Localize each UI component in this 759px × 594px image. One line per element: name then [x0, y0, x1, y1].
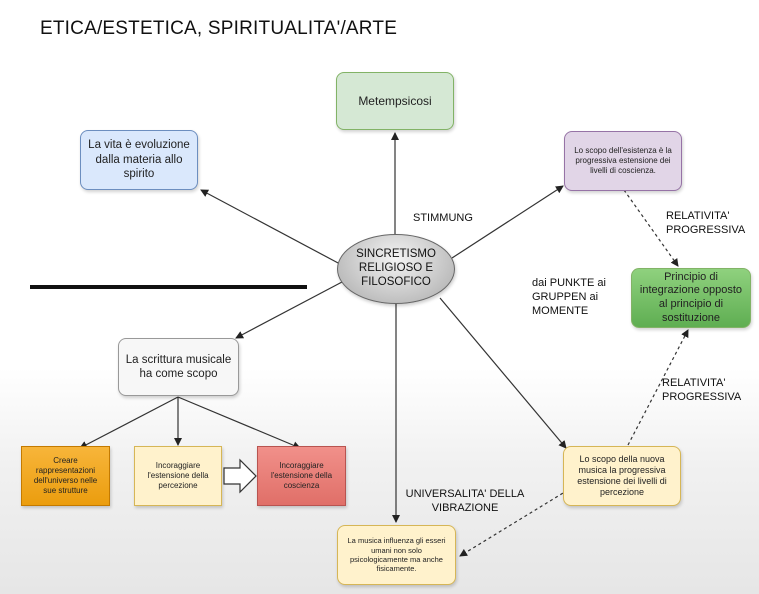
- node-incoraggiare-percezione[interactable]: Incoraggiare l'estensione della percezio…: [134, 446, 222, 506]
- node-scrittura[interactable]: La scrittura musicale ha come scopo: [118, 338, 239, 396]
- hollow-arrow: [223, 458, 257, 494]
- label-universalita: UNIVERSALITA' DELLA VIBRAZIONE: [405, 488, 525, 514]
- label-relativita-1: RELATIVITA' PROGRESSIVA: [666, 210, 746, 236]
- connector-vita: [200, 189, 341, 265]
- node-creare[interactable]: Creare rappresentazioni dell'universo ne…: [21, 446, 110, 506]
- label-relativita-2: RELATIVITA' PROGRESSIVA: [662, 377, 742, 403]
- connector-creare: [79, 396, 179, 449]
- label-punkte: dai PUNKTE ai GRUPPEN ai MOMENTE: [532, 277, 606, 317]
- node-vita[interactable]: La vita è evoluzione dalla materia allo …: [80, 130, 198, 190]
- node-incoraggiare-coscienza[interactable]: Incoraggiare l'estensione della coscienz…: [257, 446, 346, 506]
- node-scopo-esistenza[interactable]: Lo scopo dell'esistenza è la progressiva…: [564, 131, 682, 191]
- node-musica-influenza[interactable]: La musica influenza gli esseri umani non…: [337, 525, 456, 585]
- connector-scopo-esistenza: [451, 185, 564, 259]
- node-scopo-musica[interactable]: Lo scopo della nuova musica la progressi…: [563, 446, 681, 506]
- connector-incoraggiare-coscienza: [177, 396, 301, 449]
- separator-rule: [30, 285, 307, 289]
- node-principio[interactable]: Principio di integrazione opposto al pri…: [631, 268, 751, 328]
- connector-scopo-musica: [439, 297, 567, 449]
- node-metempsicosi[interactable]: Metempsicosi: [336, 72, 454, 130]
- connector-scrittura: [235, 281, 343, 339]
- page-title: ETICA/ESTETICA, SPIRITUALITA'/ARTE: [40, 18, 398, 39]
- connector-dashed-2: [627, 329, 689, 446]
- label-stimmung: STIMMUNG: [413, 212, 473, 224]
- node-center-sincretismo[interactable]: SINCRETISMO RELIGIOSO E FILOSOFICO: [337, 234, 455, 304]
